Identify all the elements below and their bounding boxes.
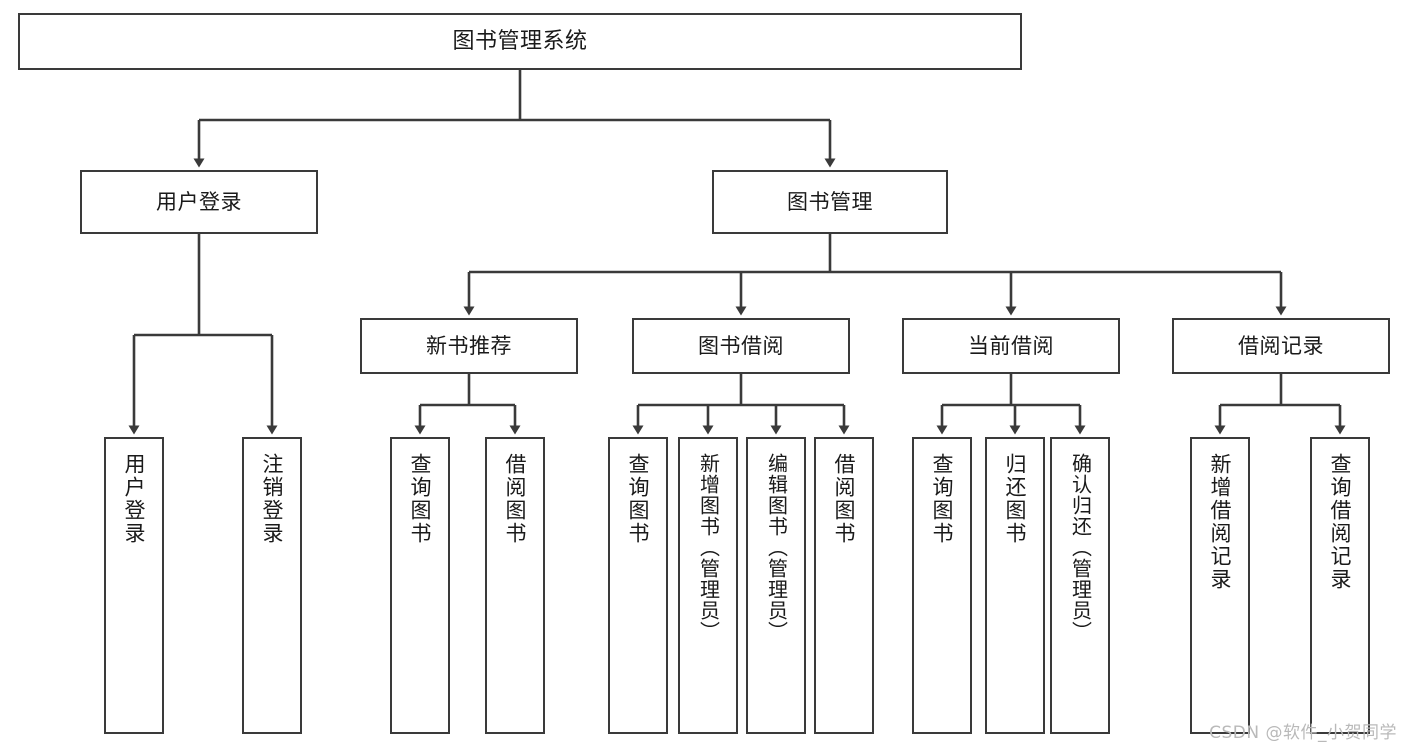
node-leaf-0-label: 用户登录 bbox=[122, 453, 147, 545]
node-leaf-12-label: 查询借阅记录 bbox=[1328, 453, 1353, 591]
node-level1-0[interactable]: 用户登录 bbox=[80, 170, 318, 234]
node-level1-1-label: 图书管理 bbox=[787, 189, 873, 214]
node-leaf-5[interactable]: 新增图书（管理员） bbox=[678, 437, 738, 734]
node-leaf-9-label: 归还图书 bbox=[1003, 453, 1028, 545]
node-level1-1[interactable]: 图书管理 bbox=[712, 170, 948, 234]
node-leaf-4-label: 查询图书 bbox=[626, 453, 651, 545]
node-level2-1[interactable]: 图书借阅 bbox=[632, 318, 850, 374]
node-leaf-7[interactable]: 借阅图书 bbox=[814, 437, 874, 734]
node-leaf-8-label: 查询图书 bbox=[930, 453, 955, 545]
node-leaf-9[interactable]: 归还图书 bbox=[985, 437, 1045, 734]
node-leaf-0[interactable]: 用户登录 bbox=[104, 437, 164, 734]
node-leaf-10[interactable]: 确认归还（管理员） bbox=[1050, 437, 1110, 734]
node-leaf-11[interactable]: 新增借阅记录 bbox=[1190, 437, 1250, 734]
node-leaf-6[interactable]: 编辑图书（管理员） bbox=[746, 437, 806, 734]
node-leaf-8[interactable]: 查询图书 bbox=[912, 437, 972, 734]
node-leaf-1-label: 注销登录 bbox=[260, 453, 285, 545]
node-leaf-6-label: 编辑图书（管理员） bbox=[764, 453, 789, 642]
node-leaf-3-label: 借阅图书 bbox=[503, 453, 528, 545]
node-leaf-4[interactable]: 查询图书 bbox=[608, 437, 668, 734]
node-level2-3[interactable]: 借阅记录 bbox=[1172, 318, 1390, 374]
node-level2-2-label: 当前借阅 bbox=[968, 333, 1054, 358]
node-level2-3-label: 借阅记录 bbox=[1238, 333, 1324, 358]
node-root-label: 图书管理系统 bbox=[452, 28, 588, 54]
node-level2-1-label: 图书借阅 bbox=[698, 333, 784, 358]
node-level2-2[interactable]: 当前借阅 bbox=[902, 318, 1120, 374]
node-leaf-10-label: 确认归还（管理员） bbox=[1068, 453, 1093, 642]
node-leaf-3[interactable]: 借阅图书 bbox=[485, 437, 545, 734]
node-level1-0-label: 用户登录 bbox=[156, 189, 242, 214]
node-root[interactable]: 图书管理系统 bbox=[18, 13, 1022, 70]
node-level2-0-label: 新书推荐 bbox=[426, 333, 512, 358]
node-level2-0[interactable]: 新书推荐 bbox=[360, 318, 578, 374]
node-leaf-5-label: 新增图书（管理员） bbox=[696, 453, 721, 642]
node-leaf-11-label: 新增借阅记录 bbox=[1208, 453, 1233, 591]
csdn-watermark: CSDN @软件_小贺同学 bbox=[1209, 723, 1397, 743]
node-leaf-7-label: 借阅图书 bbox=[832, 453, 857, 545]
node-leaf-2[interactable]: 查询图书 bbox=[390, 437, 450, 734]
node-leaf-12[interactable]: 查询借阅记录 bbox=[1310, 437, 1370, 734]
node-leaf-2-label: 查询图书 bbox=[408, 453, 433, 545]
node-leaf-1[interactable]: 注销登录 bbox=[242, 437, 302, 734]
